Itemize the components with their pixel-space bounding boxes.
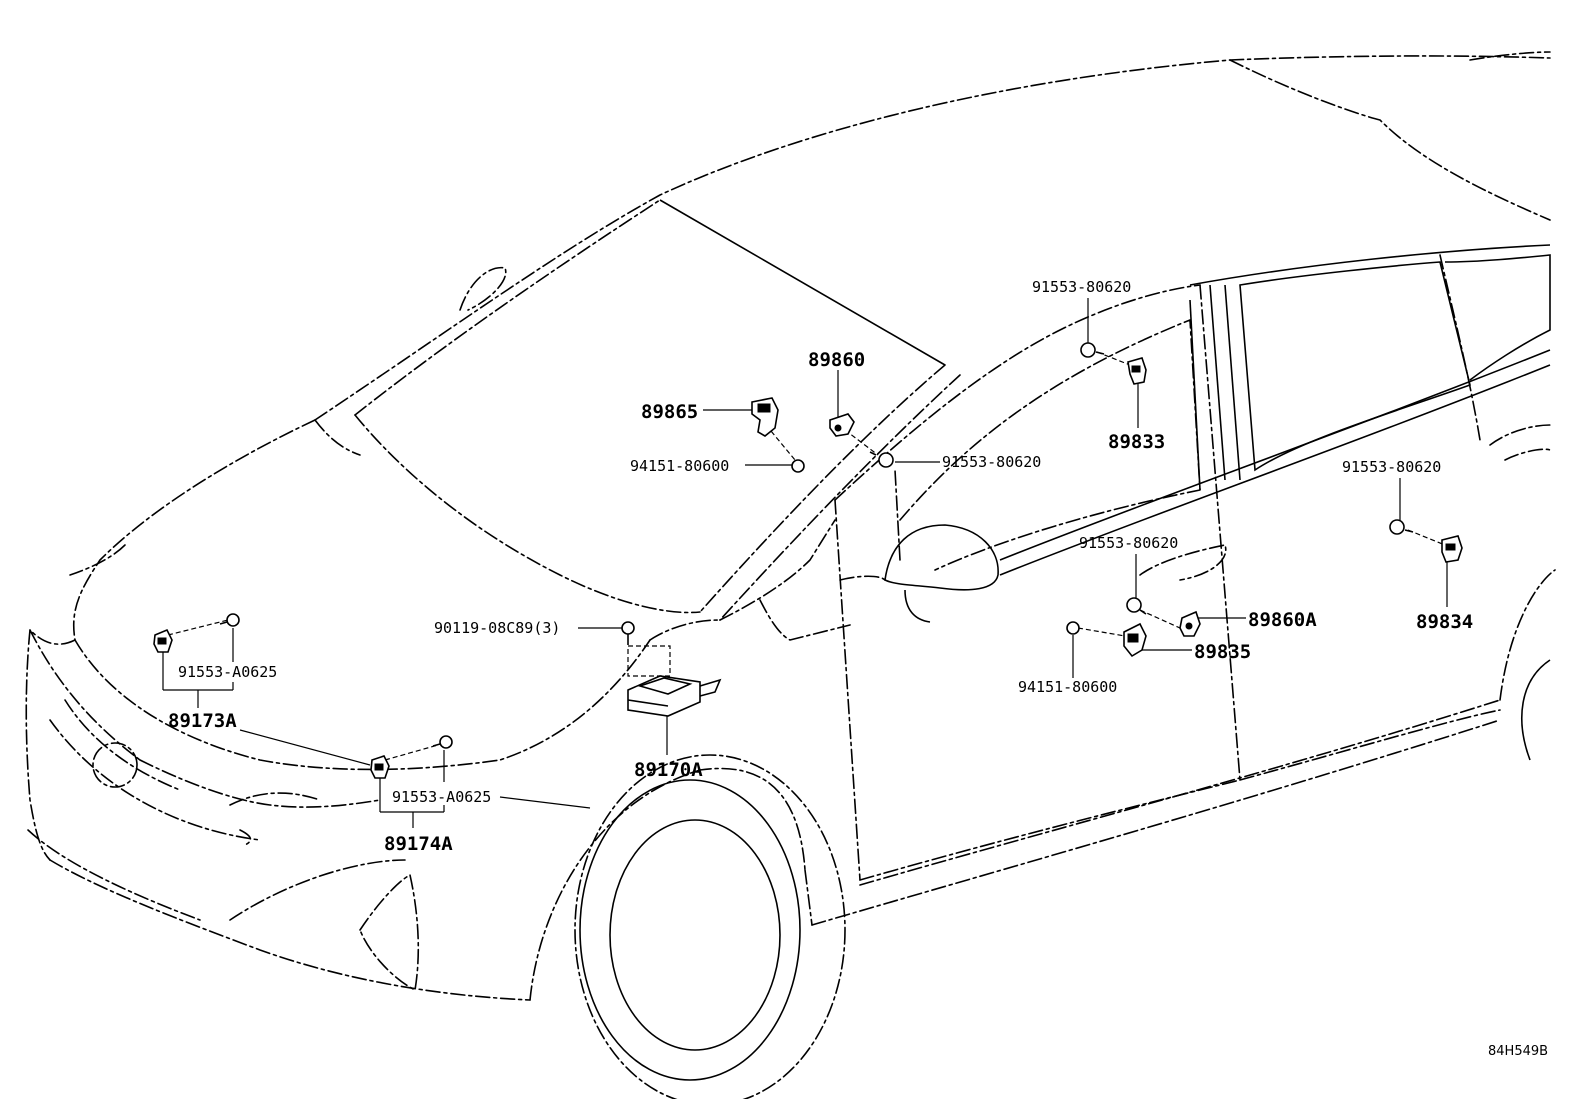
label-89834: 89834 xyxy=(1416,611,1473,633)
nut-94151-lower-icon xyxy=(1066,621,1080,635)
label-89174A: 89174A xyxy=(384,833,453,855)
part-89170A-icon xyxy=(627,675,722,717)
part-89860-icon xyxy=(829,413,855,437)
bolt-91553-top-icon xyxy=(1080,342,1105,358)
bolt-91553A-left-icon xyxy=(219,613,240,627)
label-89170A: 89170A xyxy=(634,759,703,781)
label-91553-right: 91553-80620 xyxy=(1342,458,1441,476)
label-91553-mid: 91553-80620 xyxy=(1079,534,1178,552)
bolt-90119-icon xyxy=(621,621,635,645)
part-89833-icon xyxy=(1127,357,1147,385)
part-89173A-icon xyxy=(153,628,173,653)
bolt-91553-center-icon xyxy=(869,451,894,468)
label-91553-center: 91553-80620 xyxy=(942,453,1041,471)
car-outline xyxy=(25,51,1556,1099)
label-89173A: 89173A xyxy=(168,710,237,732)
parts xyxy=(153,342,1463,779)
part-89174A-icon xyxy=(370,755,390,779)
part-89834-icon xyxy=(1441,535,1463,563)
part-89835-icon xyxy=(1123,622,1147,658)
part-89865-icon xyxy=(751,397,779,437)
label-89835: 89835 xyxy=(1194,641,1251,663)
bolt-91553-mid-icon xyxy=(1126,597,1147,615)
part-labels: 89860 89865 94151-80600 91553-80620 9155… xyxy=(168,278,1548,1059)
label-89860A: 89860A xyxy=(1248,609,1317,631)
bolt-91553-right-icon xyxy=(1389,519,1414,535)
label-91553-top: 91553-80620 xyxy=(1032,278,1131,296)
label-91553A-left: 91553-A0625 xyxy=(178,663,277,681)
label-91553A-lower: 91553-A0625 xyxy=(392,788,491,806)
label-90119: 90119-08C89(3) xyxy=(434,619,560,637)
nut-94151-upper-icon xyxy=(791,459,805,473)
label-94151-upper: 94151-80600 xyxy=(630,457,729,475)
part-89860A-icon xyxy=(1179,610,1201,637)
bolt-91553A-lower-icon xyxy=(432,735,453,749)
leader-lines xyxy=(162,298,1448,828)
label-89860: 89860 xyxy=(808,349,865,371)
label-94151-lower: 94151-80600 xyxy=(1018,678,1117,696)
diagram-code: 84H549B xyxy=(1488,1044,1548,1059)
label-89833: 89833 xyxy=(1108,431,1165,453)
label-89865: 89865 xyxy=(641,401,698,423)
